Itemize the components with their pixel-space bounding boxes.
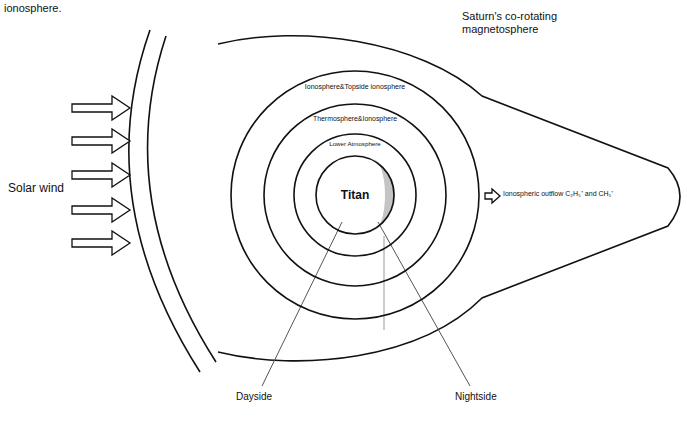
dayside-leader: [262, 222, 342, 386]
thermosphere-ring: Titan Lower Atmosphere Thermosphere&Ionosp…: [263, 103, 447, 287]
dayside-label: Dayside: [236, 391, 272, 403]
magnetosphere-tail: [218, 36, 680, 361]
solar-wind-arrow: [72, 96, 130, 120]
outflow-label: Ionospheric outflow C₂H₅⁺ and CH₅⁺: [503, 190, 613, 198]
lower-atmosphere-ring: Titan Lower Atmosphere: [293, 133, 417, 257]
body-name: Titan: [341, 188, 369, 202]
ring-circle: [264, 104, 446, 286]
region-label: Saturn's co-rotating magnetosphere: [462, 10, 587, 36]
bow-shock-outer: [129, 30, 200, 372]
outer-ionosphere-ring: Titan Lower Atmosphere Thermosphere&Ionosp…: [230, 70, 480, 320]
ring-circle: [316, 156, 394, 234]
layer-name: Lower Atmosphere: [329, 140, 381, 147]
layer-name: Ionosphere&Topside ionosphere: [305, 83, 405, 91]
solar-wind-arrow: [72, 198, 130, 222]
ring-circle: [294, 134, 416, 256]
caption-fragment: ionosphere.: [4, 2, 62, 15]
solar-wind-arrow: [72, 163, 130, 187]
ring-circle: [231, 71, 479, 319]
solar-wind-label: Solar wind: [8, 181, 64, 195]
titan-body: Titan: [315, 155, 395, 235]
nightside-leader: [378, 222, 470, 386]
solar-wind-arrow: [72, 129, 130, 153]
outflow-arrow: [485, 189, 500, 203]
nightside-label: Nightside: [455, 391, 497, 403]
solar-wind-arrow: [72, 231, 130, 255]
layer-name: Thermosphere&Ionosphere: [313, 115, 397, 123]
bow-shock-inner: [148, 36, 216, 362]
